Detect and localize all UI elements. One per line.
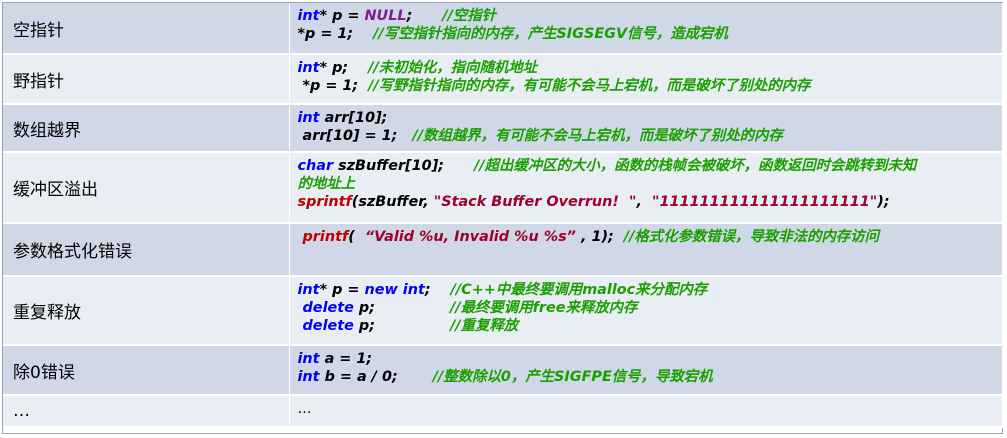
table-row: …… <box>3 395 1003 428</box>
code-token: *p = 1; <box>297 26 374 42</box>
code-example-cell: … <box>289 395 1003 428</box>
code-line: int b = a / 0; //整数除以0，产生SIGFPE信号，导致宕机 <box>298 368 994 386</box>
code-token: //写野指针指向的内存，有可能不会马上宕机，而是破坏了别处的内存 <box>368 78 811 94</box>
code-line: 的地址上 <box>298 175 994 193</box>
code-token: int <box>297 369 320 385</box>
code-token: arr[10]; <box>319 110 388 126</box>
error-type-cell: 野指针 <box>3 54 290 105</box>
error-type-cell: 缓冲区溢出 <box>3 152 290 224</box>
code-token: ( <box>348 229 365 245</box>
table-row: 缓冲区溢出 char szBuffer[10]; //超出缓冲区的大小，函数的栈帧… <box>3 152 1003 224</box>
code-token: int <box>297 110 320 126</box>
code-token: (szBuffer, <box>351 194 434 210</box>
code-example-cell: int* p; //未初始化，指向随机地址 *p = 1; //写野指针指向的内… <box>289 54 1003 105</box>
error-type-cell: 除0错误 <box>3 345 290 396</box>
code-token: *p = 1; <box>297 78 369 94</box>
code-token: sprintf <box>297 194 352 210</box>
code-token: * p = <box>319 8 365 24</box>
error-type-cell: 空指针 <box>3 3 290 55</box>
code-example-cell: int a = 1;int b = a / 0; //整数除以0，产生SIGFP… <box>289 345 1003 396</box>
code-line: int arr[10]; <box>298 109 994 127</box>
code-token: printf <box>297 229 349 245</box>
error-type-cell: 参数格式化错误 <box>3 223 290 277</box>
code-token: ; <box>406 8 443 24</box>
code-token: //超出缓冲区的大小，函数的栈帧会被破坏，函数返回时会跳转到未知 <box>474 158 917 174</box>
code-token: "111111111111111111111" <box>651 194 878 210</box>
code-line: char szBuffer[10]; //超出缓冲区的大小，函数的栈帧会被破坏，… <box>298 157 994 175</box>
code-token: … <box>297 401 312 417</box>
code-token: , 1); <box>575 229 624 245</box>
code-line: *p = 1; //写空指针指向的内存，产生SIGSEGV信号，造成宕机 <box>298 25 994 43</box>
code-line: delete p; //最终要调用free来释放内存 <box>298 299 994 317</box>
code-line: printf( “Valid %u, Invalid %u %s” , 1); … <box>298 228 994 246</box>
code-line: delete p; //重复释放 <box>298 317 994 335</box>
code-line: arr[10] = 1; //数组越界，有可能不会马上宕机，而是破坏了别处的内存 <box>298 127 994 145</box>
code-token: arr[10] = 1; <box>297 128 413 144</box>
code-line: int a = 1; <box>298 350 994 368</box>
code-example-cell: int arr[10]; arr[10] = 1; //数组越界，有可能不会马上… <box>289 104 1003 153</box>
code-line: … <box>298 400 994 418</box>
code-token: * p = <box>319 282 365 298</box>
code-token: //数组越界，有可能不会马上宕机，而是破坏了别处的内存 <box>412 128 783 144</box>
code-token: , <box>636 194 652 210</box>
code-token: szBuffer[10]; <box>333 158 475 174</box>
code-line: int* p = NULL; //空指针 <box>298 7 994 25</box>
code-example-cell: int* p = NULL; //空指针*p = 1; //写空指针指向的内存，… <box>289 3 1003 55</box>
code-token: ; <box>424 282 451 298</box>
code-token: //整数除以0，产生SIGFPE信号，导致宕机 <box>432 369 713 385</box>
code-token: new int <box>364 282 425 298</box>
code-token: //写空指针指向的内存，产生SIGSEGV信号，造成宕机 <box>373 26 728 42</box>
code-line: sprintf(szBuffer, "Stack Buffer Overrun!… <box>298 193 994 211</box>
code-token: //空指针 <box>442 8 497 24</box>
code-token: int <box>297 60 320 76</box>
code-token: 的地址上 <box>297 176 356 192</box>
code-token: int <box>297 282 320 298</box>
code-token: int <box>297 8 320 24</box>
code-token: NULL <box>364 8 407 24</box>
code-token: p; <box>353 318 451 334</box>
code-token: ); <box>877 194 890 210</box>
code-token: //格式化参数错误，导致非法的内存访问 <box>623 229 879 245</box>
error-type-cell: 重复释放 <box>3 276 290 346</box>
code-token: char <box>297 158 334 174</box>
code-token: a = 1; <box>319 351 373 367</box>
code-token: "Stack Buffer Overrun! " <box>433 194 637 210</box>
error-type-cell: … <box>3 395 290 428</box>
code-example-cell: int* p = new int; //C++中最终要调用malloc来分配内存… <box>289 276 1003 346</box>
code-token: delete <box>297 318 354 334</box>
table-row: 参数格式化错误 printf( “Valid %u, Invalid %u %s… <box>3 223 1003 277</box>
code-token: b = a / 0; <box>319 369 433 385</box>
code-example-cell: char szBuffer[10]; //超出缓冲区的大小，函数的栈帧会被破坏，… <box>289 152 1003 224</box>
code-line: int* p; //未初始化，指向随机地址 <box>298 59 994 77</box>
code-example-cell: printf( “Valid %u, Invalid %u %s” , 1); … <box>289 223 1003 277</box>
code-token: //C++中最终要调用malloc来分配内存 <box>450 282 708 298</box>
code-token: p; <box>353 300 451 316</box>
code-token: //重复释放 <box>450 318 519 334</box>
code-token: //未初始化，指向随机地址 <box>368 60 538 76</box>
code-line: int* p = new int; //C++中最终要调用malloc来分配内存 <box>298 281 994 299</box>
code-token: * p; <box>319 60 369 76</box>
code-token: delete <box>297 300 354 316</box>
code-line: *p = 1; //写野指针指向的内存，有可能不会马上宕机，而是破坏了别处的内存 <box>298 77 994 95</box>
code-token: int <box>297 351 320 367</box>
code-token: //最终要调用free来释放内存 <box>450 300 638 316</box>
code-token: “Valid %u, Invalid %u %s” <box>364 229 576 245</box>
error-type-cell: 数组越界 <box>3 104 290 153</box>
